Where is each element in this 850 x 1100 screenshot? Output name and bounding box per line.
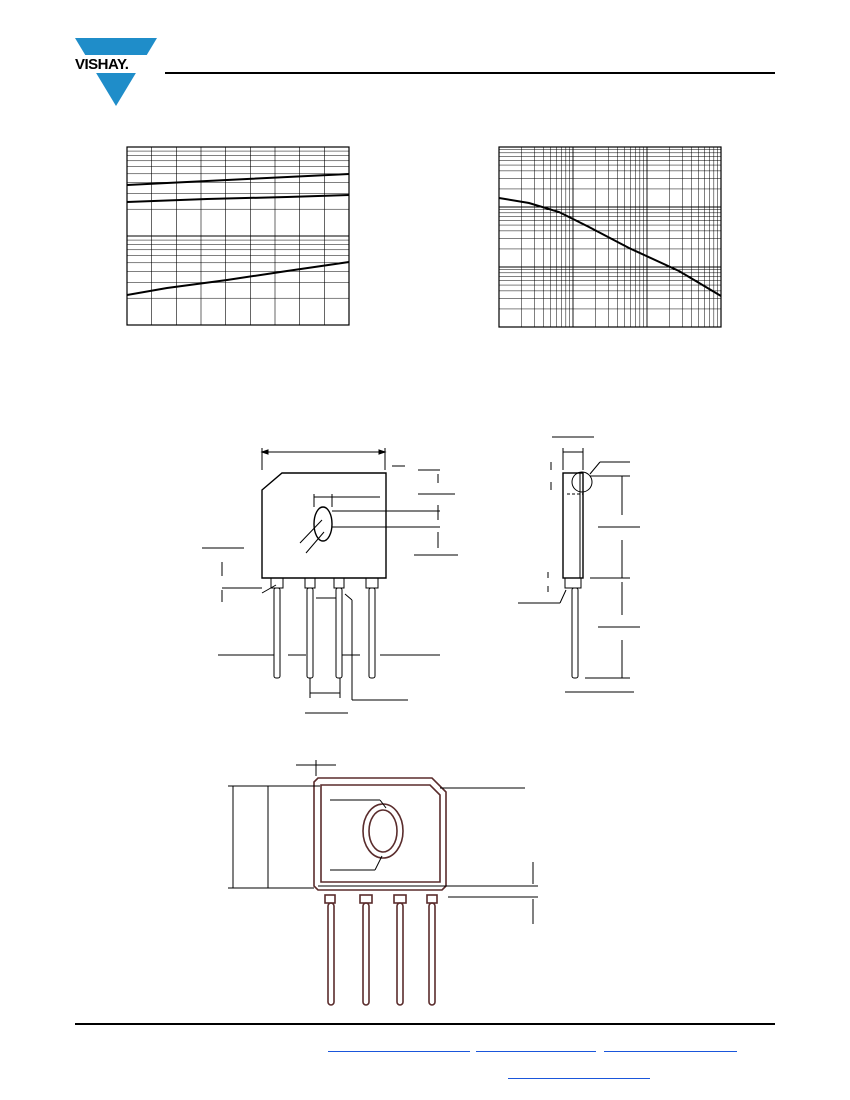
series-line xyxy=(498,197,722,297)
series-line xyxy=(126,173,350,186)
footer-link-1[interactable] xyxy=(328,1051,470,1052)
footer-rule xyxy=(75,1023,775,1025)
package-mounting-pad-view xyxy=(228,760,538,1006)
footer-link-4[interactable] xyxy=(508,1078,650,1079)
series-line xyxy=(126,194,350,203)
right-loglog-chart xyxy=(498,146,722,328)
vishay-logo xyxy=(75,38,157,106)
footer-link-2[interactable] xyxy=(476,1051,596,1052)
header-rule xyxy=(165,72,775,74)
package-front-view xyxy=(202,448,458,714)
left-semilog-chart xyxy=(126,146,350,326)
footer-link-3[interactable] xyxy=(604,1051,737,1052)
series-line xyxy=(126,261,350,296)
package-side-view xyxy=(518,436,640,693)
logo-text: VISHAY. xyxy=(75,56,129,73)
